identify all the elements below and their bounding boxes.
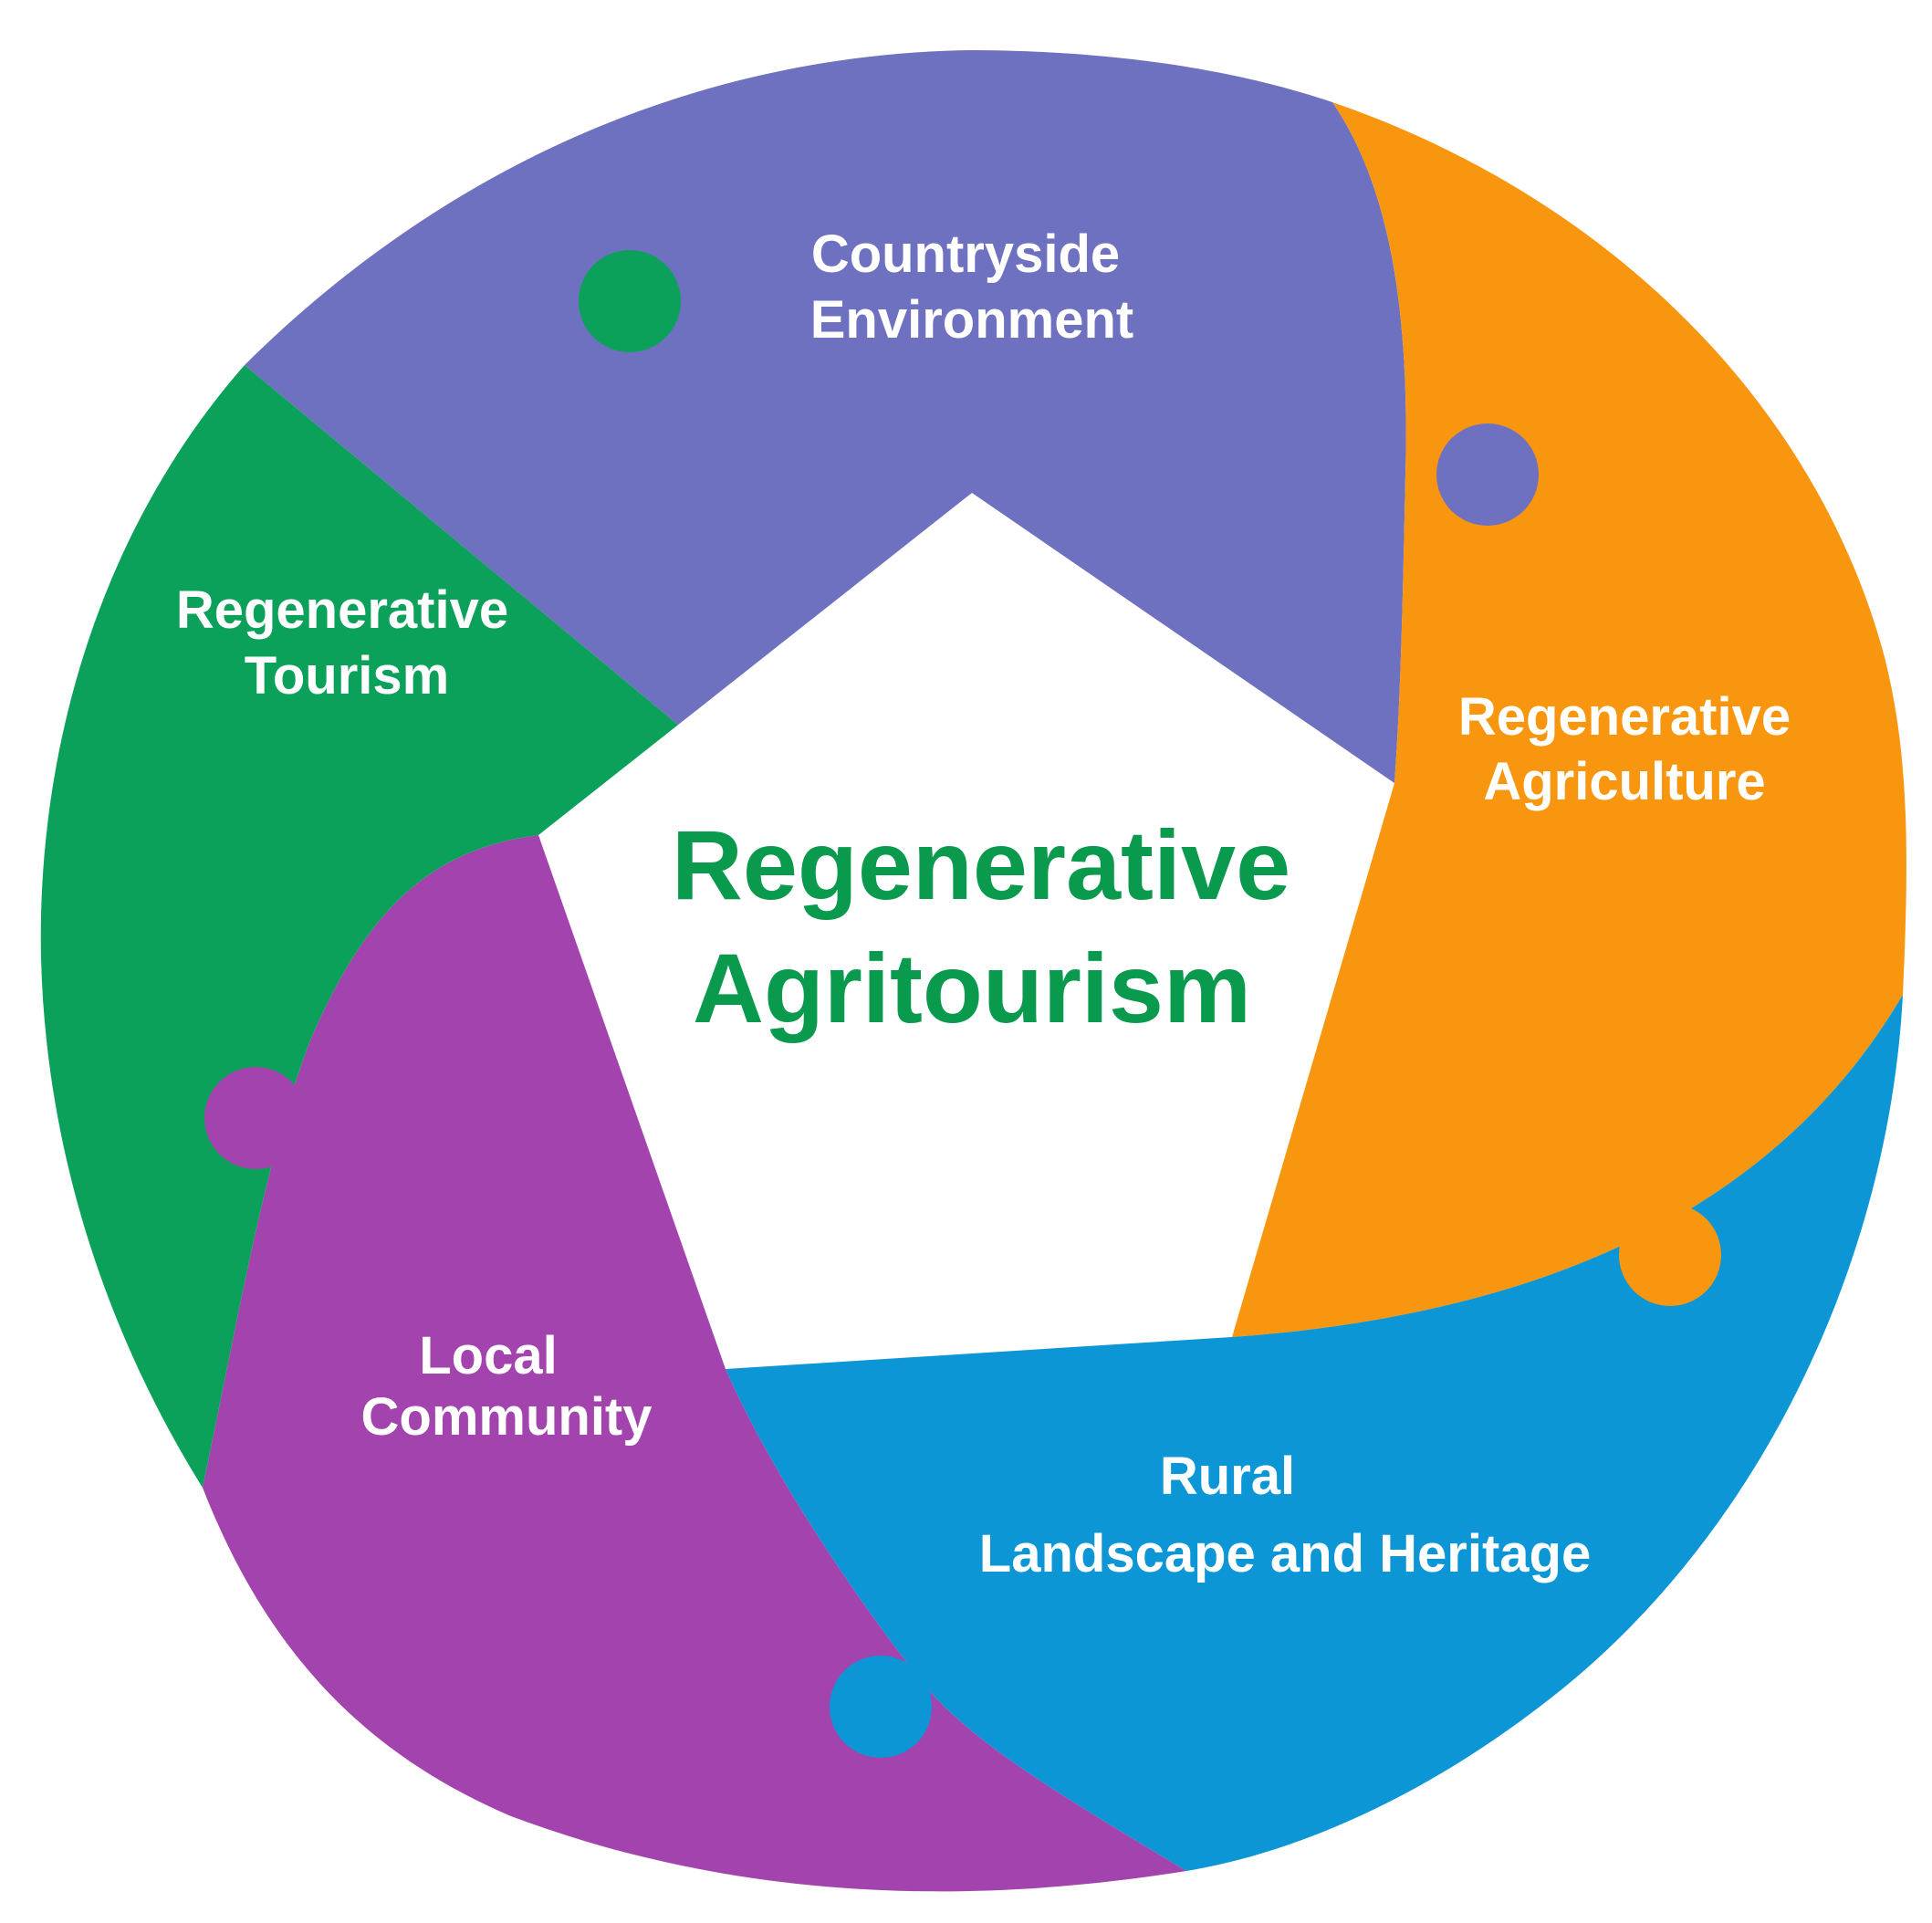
label-tourism-line-1: Regenerative — [176, 580, 508, 640]
puzzle-knob-right — [1436, 423, 1539, 526]
label-community-line-2: Community — [361, 1387, 653, 1447]
label-rural-line-2: Landscape and Heritage — [979, 1524, 1591, 1583]
label-agriculture-line-1: Regenerative — [1458, 687, 1791, 747]
label-rural-line-1: Rural — [1160, 1447, 1295, 1506]
label-community-line-1: Local — [419, 1326, 558, 1385]
label-countryside-line-2: Environment — [810, 290, 1134, 350]
puzzle-knob-bottom-right — [1619, 1204, 1721, 1306]
label-agriculture-line-2: Agriculture — [1483, 752, 1765, 811]
puzzle-knob-bottom — [830, 1656, 932, 1758]
center-title-line-1: Regenerative — [672, 810, 1290, 920]
segment-regenerative-tourism — [40, 365, 963, 1488]
center-pentagon — [538, 493, 1394, 1369]
segment-local-community — [203, 835, 1186, 1892]
label-tourism-line-2: Tourism — [245, 646, 450, 705]
label-countryside-line-1: Countryside — [811, 225, 1120, 284]
puzzle-knob-left — [204, 1067, 307, 1169]
center-title-line-2: Agritourism — [693, 933, 1251, 1043]
puzzle-knob-top — [579, 250, 681, 352]
